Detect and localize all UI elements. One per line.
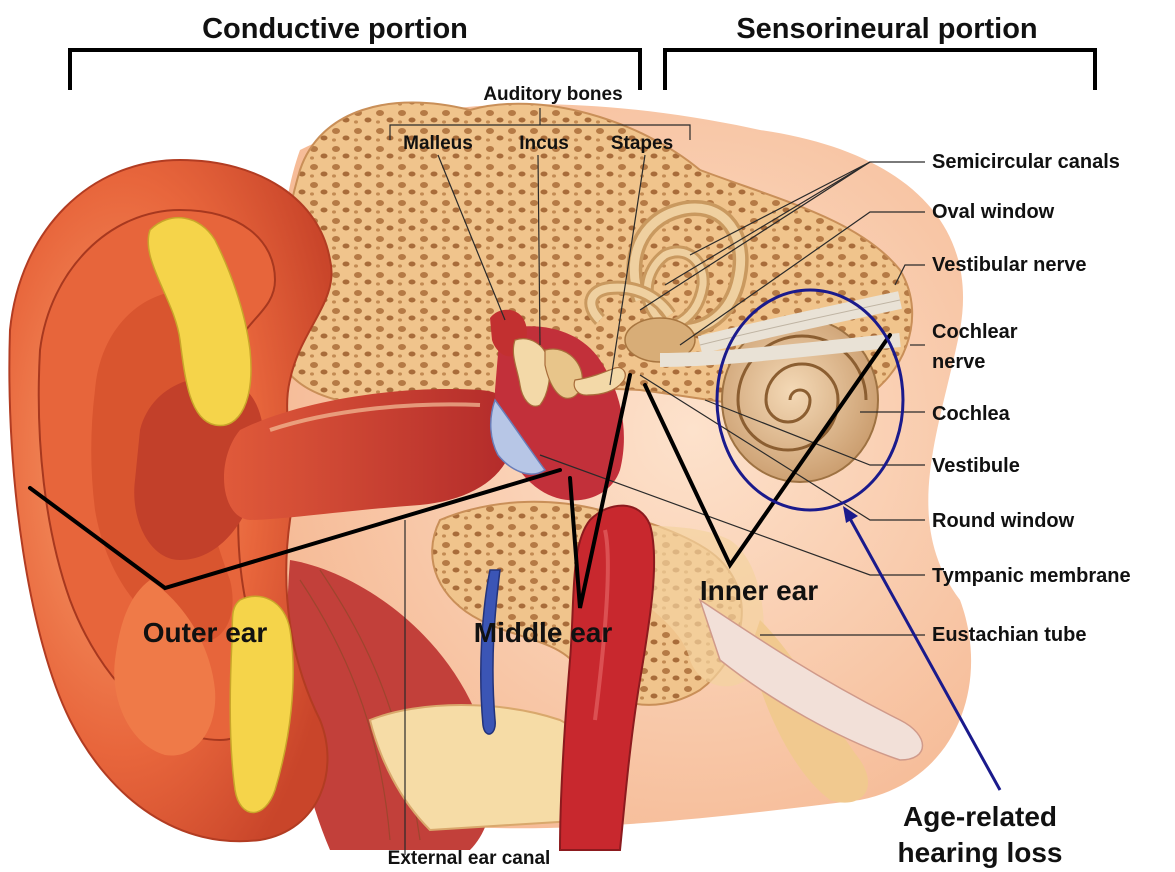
eustachian-tube-label: Eustachian tube (932, 624, 1086, 646)
malleus-label: Malleus (403, 133, 473, 154)
oval-window-label: Oval window (932, 201, 1055, 223)
vestibular-nerve-label: Vestibular nerve (932, 254, 1087, 276)
cochlear-nerve-label-line1: Cochlear (932, 321, 1018, 343)
external-ear-canal-label: External ear canal (388, 848, 551, 869)
cochlear-nerve-label-line2: nerve (932, 351, 985, 373)
conductive-portion-label: Conductive portion (202, 13, 468, 45)
sensorineural-portion-label: Sensorineural portion (736, 13, 1037, 45)
outer-ear-label: Outer ear (143, 617, 268, 648)
inner-ear-label: Inner ear (700, 575, 818, 606)
incus-label: Incus (519, 133, 569, 154)
tympanic-membrane-label: Tympanic membrane (932, 565, 1131, 587)
age-related-label-line1: Age-related (903, 801, 1057, 832)
sensorineural-bracket (665, 50, 1095, 90)
round-window-label: Round window (932, 510, 1075, 532)
vestibule-label: Vestibule (932, 455, 1020, 477)
middle-ear-label: Middle ear (474, 617, 613, 648)
semicircular-canals-label: Semicircular canals (932, 151, 1120, 173)
auditory-bones-label: Auditory bones (483, 84, 622, 105)
cochlea-label: Cochlea (932, 403, 1011, 425)
age-related-label-line2: hearing loss (898, 837, 1063, 868)
stapes-label: Stapes (611, 133, 673, 154)
